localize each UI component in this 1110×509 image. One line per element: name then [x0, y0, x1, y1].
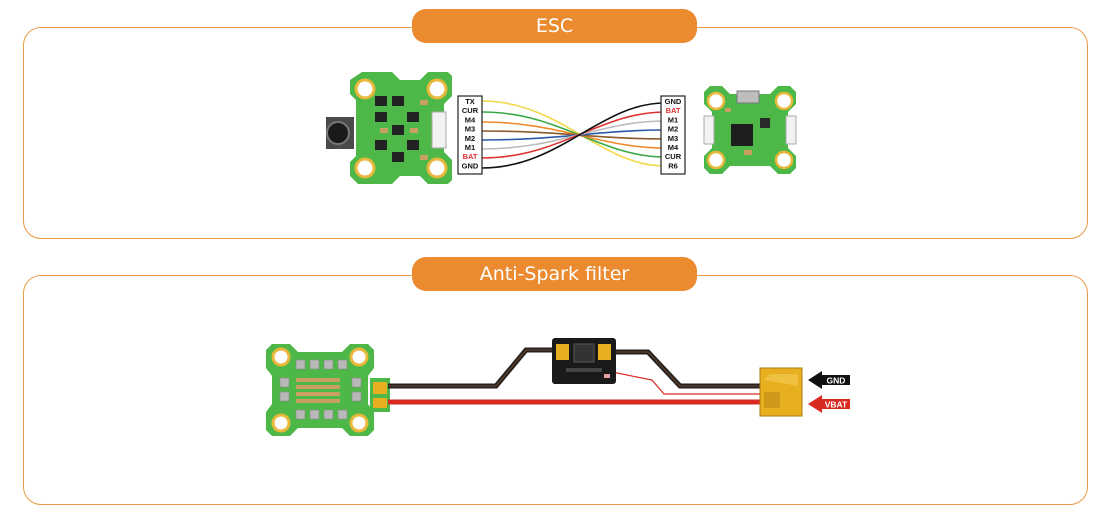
esc-pin-label: M2: [465, 134, 475, 143]
power-board: [266, 344, 390, 436]
anti-spark-filter-module: [552, 338, 616, 384]
gnd-arrow-label: GND: [808, 371, 850, 389]
vbat-arrow-label: VBAT: [808, 395, 850, 413]
esc-wires: [481, 100, 666, 169]
xt-connector: [759, 367, 803, 417]
power-cables: [388, 347, 764, 405]
esc-board: [326, 72, 452, 184]
esc-pin-label: M3: [465, 125, 475, 134]
fc-pin-label: M1: [668, 115, 678, 124]
esc-section-title: ESC: [412, 9, 697, 43]
esc-pin-label: M4: [465, 115, 476, 124]
esc-pin-label: GND: [462, 161, 479, 170]
filter-section-title: Anti-Spark filter: [412, 257, 697, 291]
wire-tx: [481, 100, 666, 167]
svg-text:GND: GND: [827, 376, 846, 386]
fc-pin-label: M2: [668, 125, 678, 134]
esc-pin-label: M1: [465, 143, 475, 152]
fc-pin-label: GND: [665, 97, 682, 106]
flight-controller-board: [703, 86, 797, 174]
esc-pin-label: BAT: [463, 152, 478, 161]
fc-pin-label: BAT: [666, 106, 681, 115]
fc-pin-label: M3: [668, 134, 678, 143]
esc-pin-label: CUR: [462, 106, 479, 115]
wire-gnd: [481, 102, 666, 169]
fc-pin-label: R6: [668, 161, 678, 170]
fc-pin-label: M4: [668, 143, 679, 152]
esc-pin-label: TX: [465, 97, 475, 106]
svg-text:VBAT: VBAT: [825, 400, 848, 410]
fc-pin-label: CUR: [665, 152, 682, 161]
